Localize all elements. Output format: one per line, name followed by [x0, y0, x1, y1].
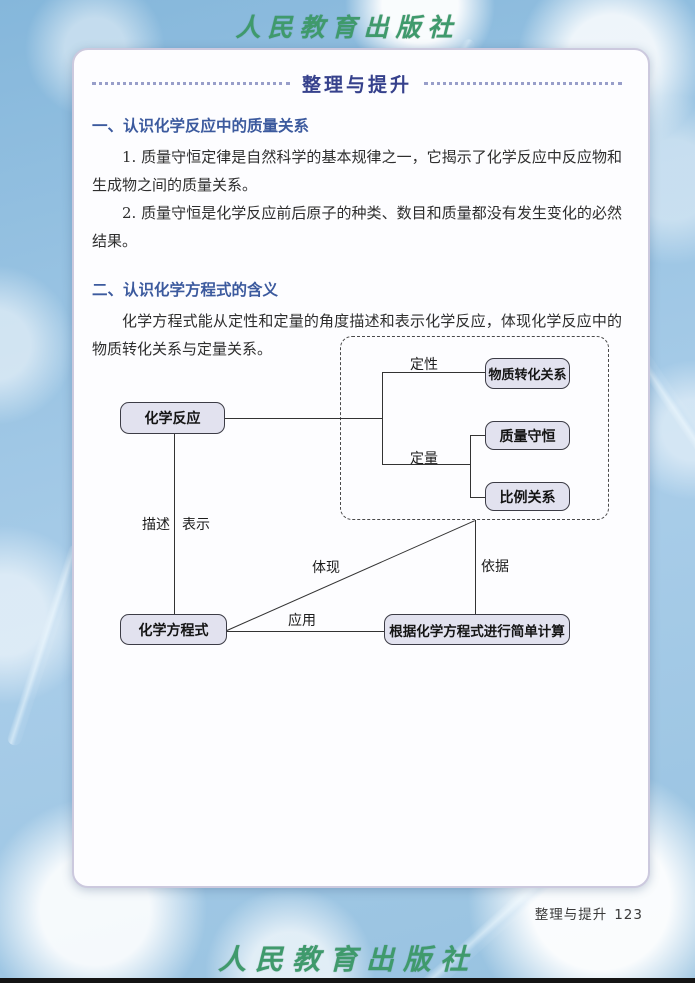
node-chemical-reaction: 化学反应: [120, 402, 225, 434]
connector-basis-line: [475, 520, 477, 615]
dashed-group-frame: [340, 336, 609, 520]
node-proportion-relation: 比例关系: [485, 482, 570, 511]
page-footer: 整理与提升 123: [535, 903, 643, 923]
connector-inner-vertical: [470, 435, 472, 498]
paragraph: 化学方程式能从定性和定量的角度描述和表示化学反应，体现化学反应中的物质转化关系与…: [92, 312, 622, 358]
content-card: 整理与提升 一、认识化学反应中的质量关系 1. 质量守恒定律是自然科学的基本规律…: [72, 48, 650, 888]
connector-quantitative-line: [382, 464, 471, 466]
page-title-row: 整理与提升: [92, 70, 623, 97]
edge-label-qualitative: 定性: [410, 357, 438, 373]
page-title: 整理与提升: [302, 74, 413, 96]
connector-reaction-to-branch: [225, 418, 382, 420]
concept-diagram: 定性 定量 描述 表示 体现 依据 应用 化学反应 物质转化关系 质量守恒 比例…: [74, 50, 652, 890]
publisher-logo-bottom: 人民教育出版社: [217, 943, 477, 976]
connector-proportion-stub: [470, 497, 486, 499]
edge-label-quantitative: 定量: [410, 451, 438, 467]
node-calculation: 根据化学方程式进行简单计算: [384, 614, 570, 645]
node-chemical-equation: 化学方程式: [120, 614, 227, 645]
section-heading-1: 一、认识化学反应中的质量关系: [92, 117, 310, 135]
connector-mass-stub: [470, 435, 486, 437]
edge-label-embody: 体现: [312, 560, 340, 576]
footer-section-label: 整理与提升: [534, 907, 608, 923]
title-dotted-line-left: [92, 82, 290, 85]
connector-apply-line: [227, 631, 385, 633]
node-substance-transformation: 物质转化关系: [485, 358, 570, 389]
bottom-edge-bar: [0, 978, 695, 983]
paragraph: 2. 质量守恒是化学反应前后原子的种类、数目和质量都没有发生变化的必然结果。: [92, 204, 622, 250]
paragraph: 1. 质量守恒定律是自然科学的基本规律之一，它揭示了化学反应中反应物和生成物之间…: [92, 148, 622, 194]
connector-branch-vertical: [382, 372, 384, 465]
connector-qualitative-line: [382, 372, 486, 374]
publisher-logo-top: 人民教育出版社: [235, 13, 460, 42]
page-number: 123: [614, 907, 643, 923]
edge-label-describe: 描述: [142, 517, 170, 533]
connector-describe-express: [174, 434, 176, 614]
section-heading-2: 二、认识化学方程式的含义: [92, 281, 279, 299]
edge-label-basis: 依据: [481, 559, 509, 575]
title-dotted-line-right: [424, 82, 623, 85]
edge-label-apply: 应用: [288, 613, 316, 629]
edge-label-express: 表示: [182, 517, 210, 533]
node-mass-conservation: 质量守恒: [485, 421, 570, 450]
